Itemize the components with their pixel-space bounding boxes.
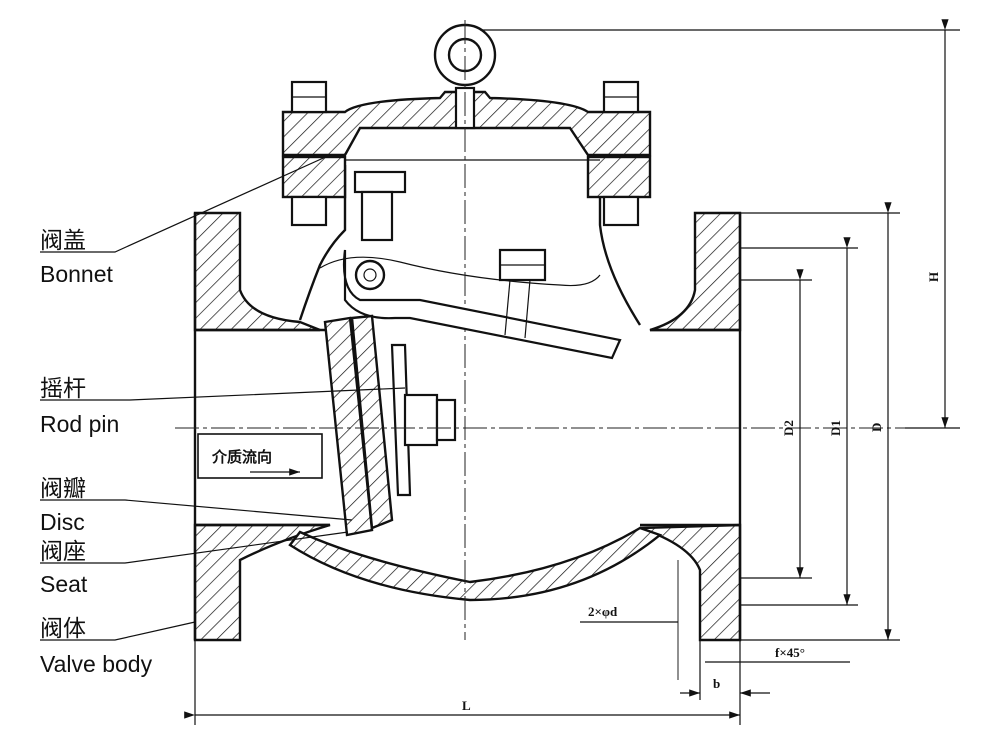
label-disc-cn: 阀瓣 bbox=[40, 476, 86, 502]
dim-h: H bbox=[926, 272, 941, 282]
disc-assembly-drawing bbox=[323, 170, 622, 537]
label-seat-cn: 阀座 bbox=[40, 539, 86, 565]
dimension-lines bbox=[184, 19, 960, 725]
flow-direction-label: 介质流向 bbox=[211, 448, 272, 466]
label-rod-pin-cn: 摇杆 bbox=[40, 376, 86, 402]
valve-body-drawing bbox=[193, 165, 742, 642]
dimension-labels: H D D1 D2 L b 2×φd f×45° bbox=[462, 272, 941, 713]
dim-d2: D2 bbox=[781, 420, 796, 436]
label-valve-body-en: Valve body bbox=[40, 651, 153, 677]
dim-chamfer: f×45° bbox=[775, 645, 805, 660]
label-disc-en: Disc bbox=[40, 509, 85, 535]
flow-direction-box: 介质流向 bbox=[197, 433, 323, 479]
dim-d: D bbox=[869, 423, 884, 432]
leader-lines bbox=[40, 154, 406, 641]
label-valve-body-cn: 阀体 bbox=[40, 616, 86, 642]
dim-d1: D1 bbox=[828, 420, 843, 436]
part-labels: 阀盖 Bonnet 摇杆 Rod pin 阀瓣 Disc 阀座 Seat 阀体 … bbox=[40, 228, 153, 677]
dim-l: L bbox=[462, 698, 471, 713]
dim-holes: 2×φd bbox=[588, 604, 618, 619]
label-rod-pin-en: Rod pin bbox=[40, 411, 119, 437]
label-bonnet-en: Bonnet bbox=[40, 261, 114, 287]
bonnet-drawing bbox=[281, 20, 652, 640]
dim-b: b bbox=[713, 676, 720, 691]
label-seat-en: Seat bbox=[40, 571, 88, 597]
label-bonnet-cn: 阀盖 bbox=[40, 228, 86, 254]
